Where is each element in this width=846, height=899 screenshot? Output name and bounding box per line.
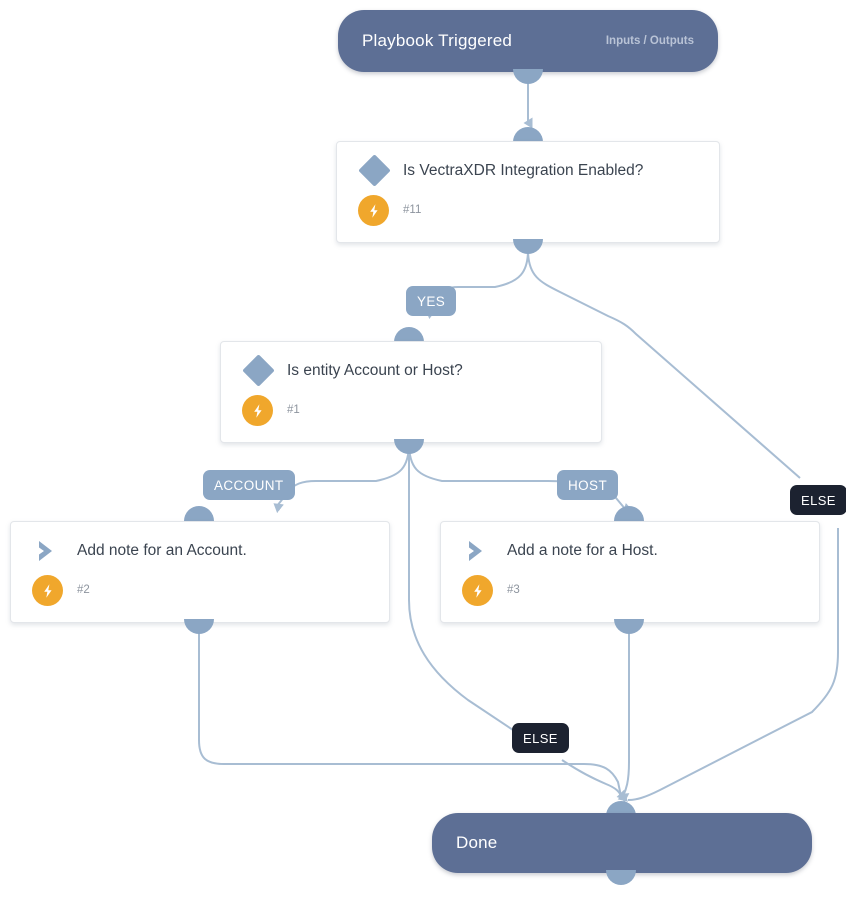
node-number: #2: [77, 584, 90, 596]
lightning-bolt-icon: [358, 195, 389, 226]
port-in-n11[interactable]: [513, 127, 543, 142]
branch-label-yes-text: YES: [417, 293, 446, 309]
chevron-right-icon: [35, 538, 61, 564]
done-title: Done: [456, 833, 498, 852]
inputs-outputs-link[interactable]: Inputs / Outputs: [605, 35, 694, 47]
port-in-done[interactable]: [606, 801, 636, 816]
chevron-right-icon: [465, 538, 491, 564]
port-out-n1[interactable]: [394, 439, 424, 454]
port-out-start[interactable]: [513, 69, 543, 84]
node-number: #3: [507, 584, 520, 596]
node-done[interactable]: Done: [432, 813, 812, 873]
branch-label-host-text: HOST: [568, 477, 608, 493]
lightning-bolt-icon: [32, 575, 63, 606]
node-number: #11: [403, 204, 422, 216]
branch-label-account-text: ACCOUNT: [214, 477, 284, 493]
diamond-icon: [242, 354, 275, 387]
branch-label-else-top[interactable]: ELSE: [790, 485, 846, 515]
branch-label-else-bottom[interactable]: ELSE: [512, 723, 569, 753]
edge-n3-to-done: [618, 628, 630, 803]
port-in-n3[interactable]: [614, 506, 644, 521]
branch-label-else-top-text: ELSE: [801, 492, 836, 508]
node-playbook-triggered[interactable]: Playbook Triggered Inputs / Outputs: [338, 10, 718, 72]
node-is-vectraxdr-integration-enabled[interactable]: Is VectraXDR Integration Enabled? #11: [336, 141, 720, 243]
branch-label-yes[interactable]: YES: [406, 286, 457, 316]
branch-label-account[interactable]: ACCOUNT: [203, 470, 295, 500]
branch-label-else-bottom-text: ELSE: [523, 730, 558, 746]
node-title: Add a note for a Host.: [507, 542, 658, 559]
playbook-triggered-title: Playbook Triggered: [362, 31, 513, 50]
node-number: #1: [287, 404, 300, 416]
port-out-done[interactable]: [606, 870, 636, 885]
port-in-n2[interactable]: [184, 506, 214, 521]
edge-n1-account-to-n2: [273, 442, 410, 514]
node-add-a-note-for-a-host[interactable]: Add a note for a Host. #3: [440, 521, 820, 623]
node-title: Is entity Account or Host?: [287, 362, 463, 379]
node-add-note-for-an-account[interactable]: Add note for an Account. #2: [10, 521, 390, 623]
port-out-n2[interactable]: [184, 619, 214, 634]
lightning-bolt-icon: [462, 575, 493, 606]
branch-label-host[interactable]: HOST: [557, 470, 619, 500]
port-out-n11[interactable]: [513, 239, 543, 254]
node-title: Is VectraXDR Integration Enabled?: [403, 162, 644, 179]
port-out-n3[interactable]: [614, 619, 644, 634]
lightning-bolt-icon: [242, 395, 273, 426]
port-in-n1[interactable]: [394, 327, 424, 342]
edge-else-bottom-to-done: [561, 759, 629, 802]
node-title: Add note for an Account.: [77, 542, 247, 559]
node-is-entity-account-or-host[interactable]: Is entity Account or Host? #1: [220, 341, 602, 443]
diamond-icon: [358, 154, 391, 187]
edge-n2-to-done: [198, 628, 627, 801]
